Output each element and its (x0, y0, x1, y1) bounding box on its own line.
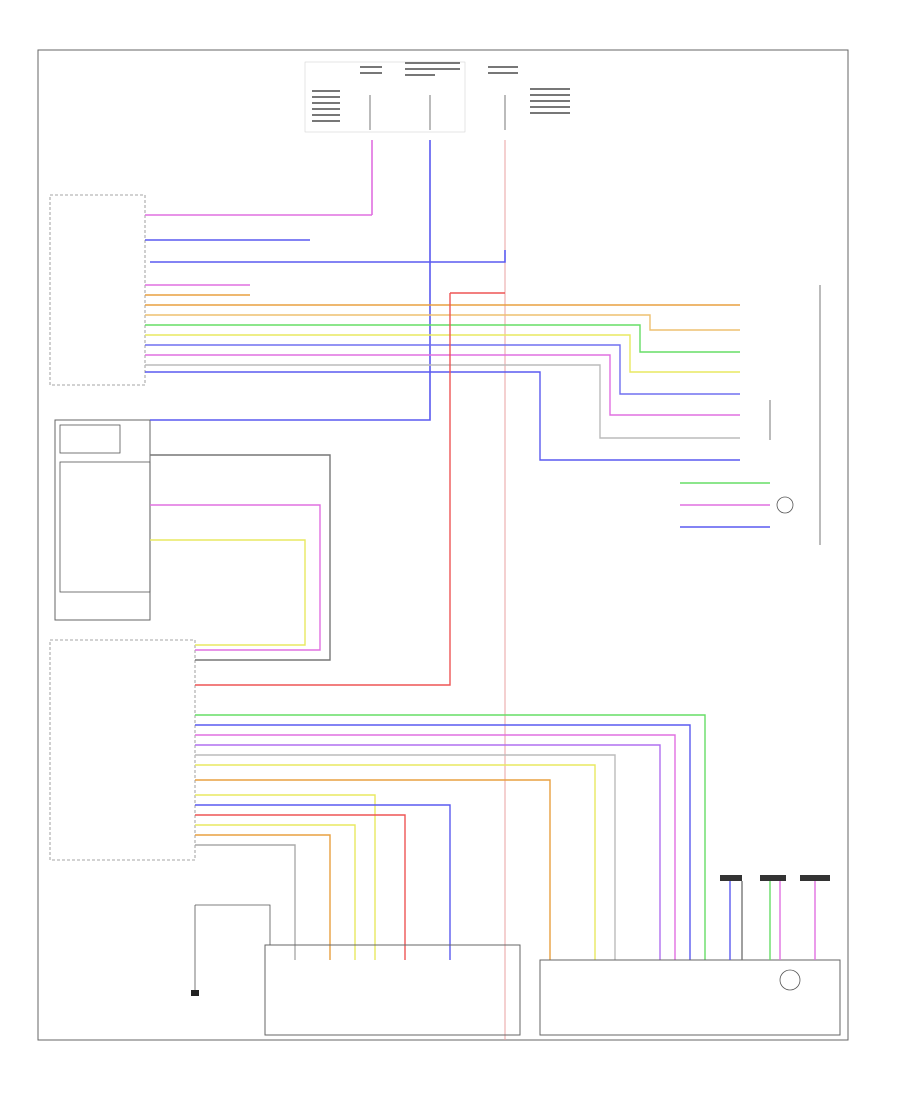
driver-seat-module-box (49, 194, 146, 386)
diagram-border (37, 49, 849, 1041)
memory-switch-wires (150, 454, 331, 661)
memory-switch-box (54, 419, 151, 621)
top-fuse-block (304, 61, 570, 133)
ground-symbol (191, 904, 271, 996)
door-harness (195, 714, 706, 960)
bottom-right-module-box (539, 959, 841, 1036)
bottom-right-wires (729, 881, 816, 960)
red-feed-wire (195, 293, 451, 686)
trunk-wires (150, 140, 506, 1040)
upper-harness (145, 214, 740, 461)
driver-door-module-box (49, 639, 196, 861)
motor-symbol (779, 969, 801, 991)
bottom-connectors (720, 875, 830, 881)
right-connector (680, 285, 821, 545)
bottom-center-module-box (264, 944, 521, 1036)
